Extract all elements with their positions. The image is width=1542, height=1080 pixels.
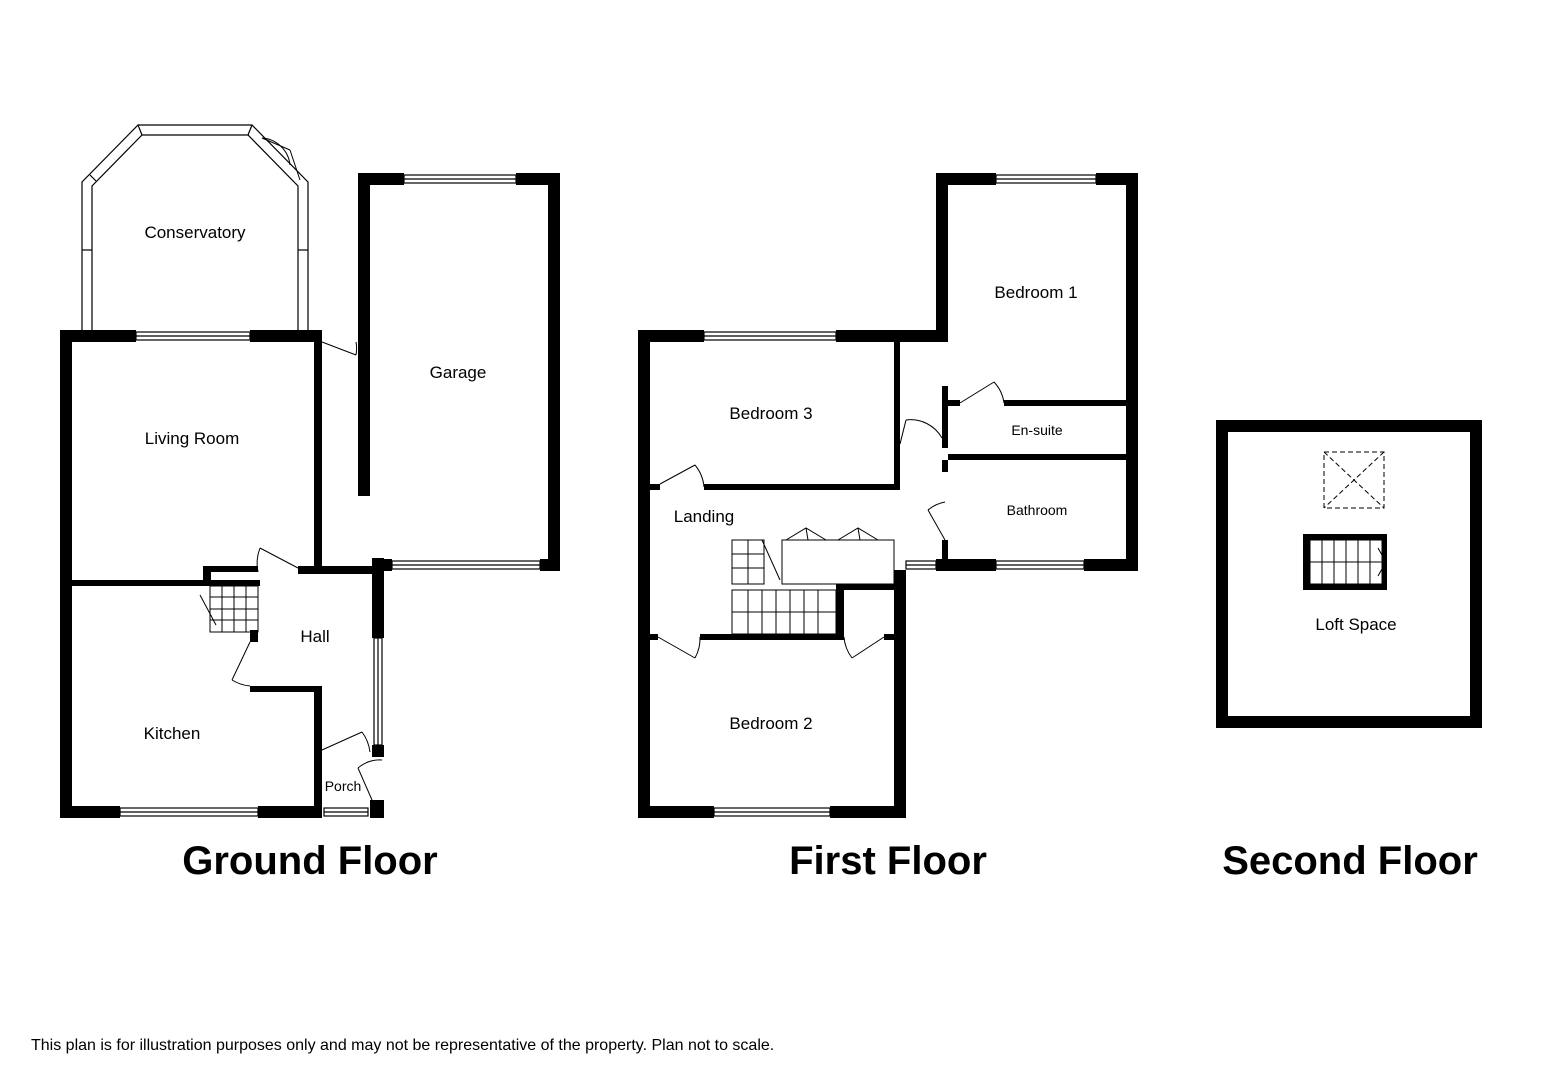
first-windows bbox=[703, 174, 1097, 817]
ground-floor-plan: Conservatory Living Room Garage Hall Kit… bbox=[60, 124, 560, 883]
first-walls bbox=[638, 173, 1138, 818]
bedroom1-label: Bedroom 1 bbox=[994, 283, 1077, 302]
loft-walls bbox=[1216, 420, 1482, 728]
bathroom-label: Bathroom bbox=[1007, 502, 1068, 518]
porch-label: Porch bbox=[325, 778, 362, 794]
conservatory-door-icon bbox=[261, 137, 301, 181]
loft-space-label: Loft Space bbox=[1315, 615, 1396, 634]
ground-windows bbox=[119, 174, 541, 817]
ensuite-label: En-suite bbox=[1011, 422, 1063, 438]
ground-walls bbox=[60, 173, 560, 818]
garage-label: Garage bbox=[430, 363, 487, 382]
hall-label: Hall bbox=[300, 627, 329, 646]
first-staircase bbox=[731, 539, 837, 635]
first-floor-title: First Floor bbox=[789, 839, 987, 883]
ground-staircase bbox=[199, 585, 259, 633]
conservatory-glazing bbox=[81, 124, 309, 330]
loft-staircase bbox=[1303, 534, 1387, 590]
conservatory-label: Conservatory bbox=[144, 223, 246, 242]
ground-door-icons bbox=[231, 341, 383, 801]
disclaimer-text: This plan is for illustration purposes o… bbox=[31, 1037, 775, 1054]
second-floor-title: Second Floor bbox=[1222, 839, 1478, 883]
bedroom3-label: Bedroom 3 bbox=[729, 404, 812, 423]
bedroom2-label: Bedroom 2 bbox=[729, 714, 812, 733]
first-floor-plan: Bedroom 1 Bedroom 3 En-suite Bathroom La… bbox=[638, 173, 1138, 883]
skylight-icon bbox=[1323, 451, 1385, 509]
second-floor-plan: Loft Space Second Floor bbox=[1216, 420, 1482, 883]
landing-label: Landing bbox=[674, 507, 735, 526]
first-wardrobe bbox=[781, 527, 895, 585]
kitchen-label: Kitchen bbox=[144, 724, 201, 743]
first-door-icons bbox=[657, 381, 1005, 659]
living-room-label: Living Room bbox=[145, 429, 240, 448]
ground-floor-title: Ground Floor bbox=[182, 839, 438, 883]
